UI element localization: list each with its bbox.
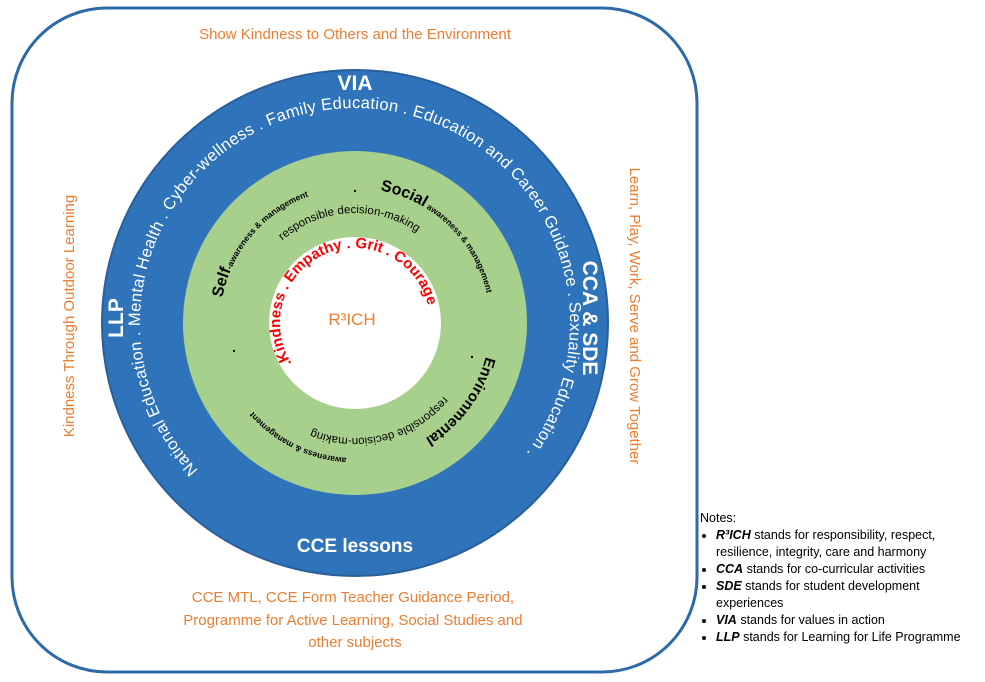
inner-circle <box>269 237 441 409</box>
notes-item-llp: LLP stands for Learning for Life Program… <box>716 629 980 646</box>
notes-list: R³ICH stands for responsibility, respect… <box>700 527 980 646</box>
notes-term: CCA <box>716 562 744 576</box>
green-ring-dot-left: . <box>232 339 236 355</box>
notes-term: R³ICH <box>716 528 751 542</box>
notes-item-sde: SDE stands for student development exper… <box>716 578 980 612</box>
notes-text: stands for responsibility, respect, resi… <box>716 528 936 559</box>
blue-ring-label-cca-sde: CCA & SDE <box>578 261 601 376</box>
green-ring-dot-top: . <box>353 179 357 195</box>
blue-ring-label-via: VIA <box>337 72 372 95</box>
outer-bottom-line-3: other subjects <box>308 634 401 651</box>
outer-bottom-line-1: CCE MTL, CCE Form Teacher Guidance Perio… <box>192 589 514 606</box>
outer-top-text: Show Kindness to Others and the Environm… <box>199 26 512 43</box>
outer-right-text: Learn, Play, Work, Serve and Grow Togeth… <box>626 168 643 465</box>
notes-panel: Notes: R³ICH stands for responsibility, … <box>700 510 980 646</box>
notes-item-cca: CCA stands for co-curricular activities <box>716 561 980 578</box>
notes-item-via: VIA stands for values in action <box>716 612 980 629</box>
blue-ring-label-cce-lessons: CCE lessons <box>297 536 413 557</box>
notes-title: Notes: <box>700 511 737 525</box>
notes-text: stands for student development experienc… <box>716 579 920 610</box>
notes-term: VIA <box>716 613 737 627</box>
outer-bottom-text: CCE MTL, CCE Form Teacher Guidance Perio… <box>183 589 527 651</box>
notes-text: stands for values in action <box>736 613 885 627</box>
blue-ring-label-llp: LLP <box>105 298 128 338</box>
green-ring-dot-right: . <box>470 345 474 361</box>
notes-text: stands for co-curricular activities <box>743 562 926 576</box>
notes-term: SDE <box>716 579 742 593</box>
inner-center-label: R³ICH <box>328 310 375 329</box>
outer-bottom-line-2: Programme for Active Learning, Social St… <box>183 612 522 629</box>
notes-term: LLP <box>716 630 740 644</box>
notes-text: stands for Learning for Life Programme <box>739 630 961 644</box>
outer-left-text: Kindness Through Outdoor Learning <box>61 195 78 437</box>
notes-item-r3ich: R³ICH stands for responsibility, respect… <box>716 527 980 561</box>
